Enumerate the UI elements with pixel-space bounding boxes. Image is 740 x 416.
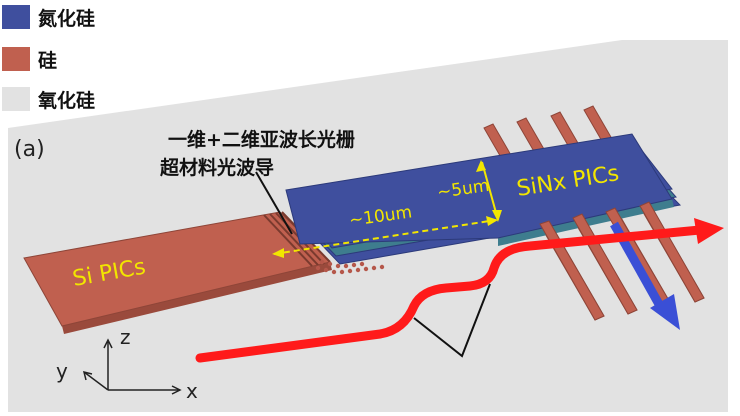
dim-arrow-length: [273, 219, 497, 255]
annotation-pointer: [255, 171, 293, 235]
annotation-line-1: 一维+二维亚波长光栅: [168, 128, 355, 151]
legend-item-si: 硅: [2, 46, 57, 72]
coordinate-axes: [82, 338, 182, 395]
callout-lines: [413, 283, 491, 358]
legend-label-si: 硅: [38, 49, 58, 72]
axis-y-label: y: [56, 359, 68, 383]
grating-dots: [315, 259, 385, 275]
legend-swatch-sinx: [2, 5, 30, 29]
light-path-arrowhead: [694, 218, 724, 244]
dim-length-head-right: [486, 216, 498, 226]
legend-item-sinx: 氮化硅: [2, 4, 95, 30]
legend-swatch-oxide: [2, 87, 30, 111]
si-slab-side: [62, 262, 332, 334]
axis-x-label: x: [186, 379, 198, 403]
annotation-line-2: 超材料光波导: [159, 156, 274, 179]
blue-arrow-head: [650, 294, 680, 330]
dim-width-head-top: [476, 160, 486, 172]
light-path: [195, 225, 705, 363]
panel-label: (a): [14, 137, 45, 162]
legend-label-oxide: 氧化硅: [38, 89, 96, 112]
legend-swatch-si: [2, 47, 30, 71]
legend-item-oxide: 氧化硅: [2, 86, 95, 112]
rod-4-front: [639, 201, 705, 303]
axis-z-label: z: [120, 325, 131, 349]
dim-length-head-left: [272, 248, 284, 258]
dim-width-head-bottom: [492, 210, 502, 222]
legend-label-sinx: 氮化硅: [38, 7, 96, 30]
